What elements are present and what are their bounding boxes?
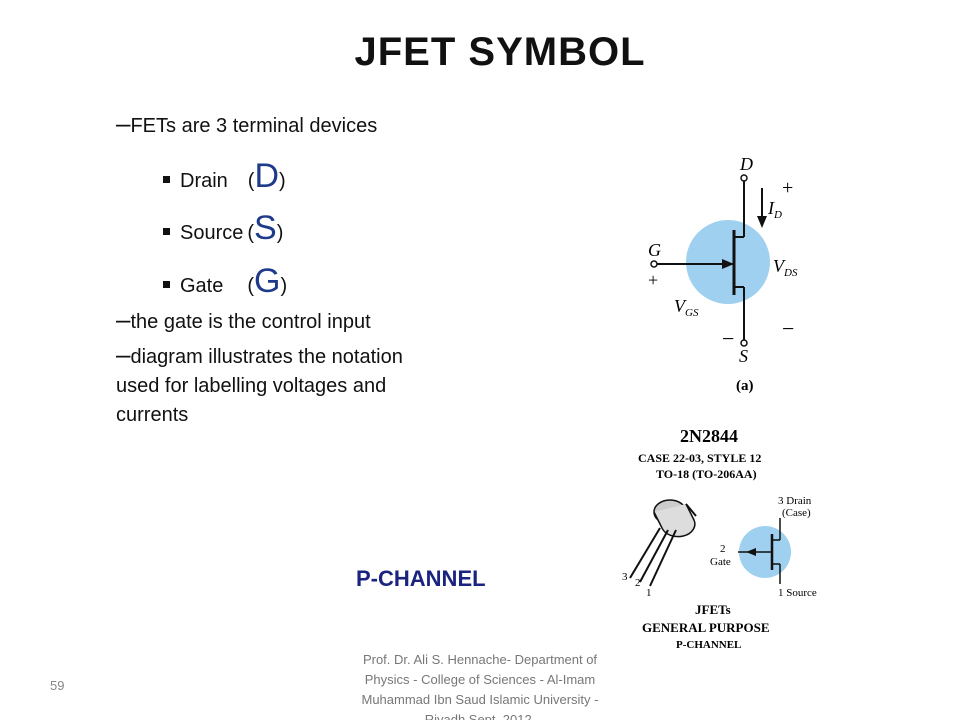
case-text: CASE 22-03, STYLE 12	[638, 451, 761, 465]
footer-line-1: Prof. Dr. Ali S. Hennache- Department of	[362, 652, 598, 667]
gate-letter: G	[254, 262, 281, 300]
to-text: TO-18 (TO-206AA)	[656, 467, 757, 481]
bullet-text-line3: currents	[116, 404, 189, 426]
vds-label: VDS	[773, 256, 798, 279]
gate-terminal-dot	[650, 260, 658, 268]
p-channel-label: P-CHANNEL	[356, 566, 486, 591]
drain-terminal-label: D	[739, 154, 753, 174]
dash-marker: –	[116, 108, 131, 138]
page-number: 59	[50, 678, 65, 693]
package-diagram: 2N2844 CASE 22-03, STYLE 12 TO-18 (TO-20…	[622, 426, 817, 650]
gate-label: Gate	[180, 275, 224, 297]
vgs-label: VGS	[674, 296, 699, 319]
drain-label: Drain	[180, 170, 228, 192]
package-pchannel-label: P-CHANNEL	[676, 639, 741, 650]
vgs-minus-sign: −	[722, 326, 734, 351]
gate-pin-label: Gate	[710, 556, 731, 568]
bullet-control-input: –the gate is the control input	[116, 304, 371, 335]
vds-plus-sign: +	[782, 177, 793, 199]
lead-1-label: 1	[646, 587, 652, 599]
dash-marker: –	[116, 339, 131, 369]
bullet-drain: Drain(D)	[163, 157, 286, 196]
drain-letter: D	[254, 157, 280, 195]
bullet-text: the gate is the control input	[130, 311, 371, 333]
square-bullet-icon	[163, 281, 170, 289]
id-label: ID	[767, 198, 782, 221]
source-pin-label: 1 Source	[778, 587, 817, 599]
source-terminal-label: S	[739, 346, 748, 366]
footer-line-3: Muhammad Ibn Saud Islamic University -	[361, 692, 599, 707]
footer-line-2: Physics - College of Sciences - Al-Imam	[364, 672, 596, 687]
gate-plus-sign: +	[648, 270, 658, 290]
part-number: 2N2844	[680, 426, 738, 446]
drain-pin-label: 3 Drain	[778, 495, 812, 507]
source-letter: S	[254, 209, 277, 247]
source-label: Source	[180, 222, 244, 244]
slide-title: JFET SYMBOL	[354, 30, 646, 74]
diagram-caption: (a)	[736, 378, 754, 394]
bullet-text: FETs are 3 terminal devices	[130, 115, 378, 137]
footer-line-4: Riyadh Sept. 2012.	[424, 712, 536, 720]
bullet-source: Source(S)	[163, 209, 283, 248]
transistor-can-icon	[629, 499, 697, 587]
pkg-gate-arrow-icon	[746, 548, 756, 556]
slide-footer: Prof. Dr. Ali S. Hennache- Department of…	[340, 650, 620, 720]
source-terminal-dot	[740, 339, 748, 347]
jfet-symbol-diagram: D S G + ID + VDS − VGS − (a)	[648, 154, 798, 394]
general-purpose-label: GENERAL PURPOSE	[642, 620, 770, 635]
lead-2-label: 2	[635, 577, 641, 589]
gate-terminal-label: G	[648, 240, 661, 260]
bullet-terminal-devices: –FETs are 3 terminal devices	[116, 108, 377, 139]
id-arrow-icon	[757, 216, 767, 228]
gate-arrow-icon	[722, 259, 734, 269]
bullet-notation: –diagram illustrates the notation used f…	[116, 340, 403, 430]
bullet-text-line1: diagram illustrates the notation	[130, 346, 403, 368]
bullet-text-line2: used for labelling voltages and	[116, 375, 387, 397]
lead-3-label: 3	[622, 571, 628, 583]
drain-terminal-dot	[740, 174, 748, 182]
square-bullet-icon	[163, 228, 170, 236]
jfets-label: JFETs	[695, 602, 731, 617]
gate-pin-number: 2	[720, 543, 726, 555]
square-bullet-icon	[163, 176, 170, 184]
vds-minus-sign: −	[782, 316, 794, 341]
dash-marker: –	[116, 304, 131, 334]
drain-case-label: (Case)	[782, 507, 811, 519]
bullet-gate: Gate(G)	[163, 262, 287, 301]
